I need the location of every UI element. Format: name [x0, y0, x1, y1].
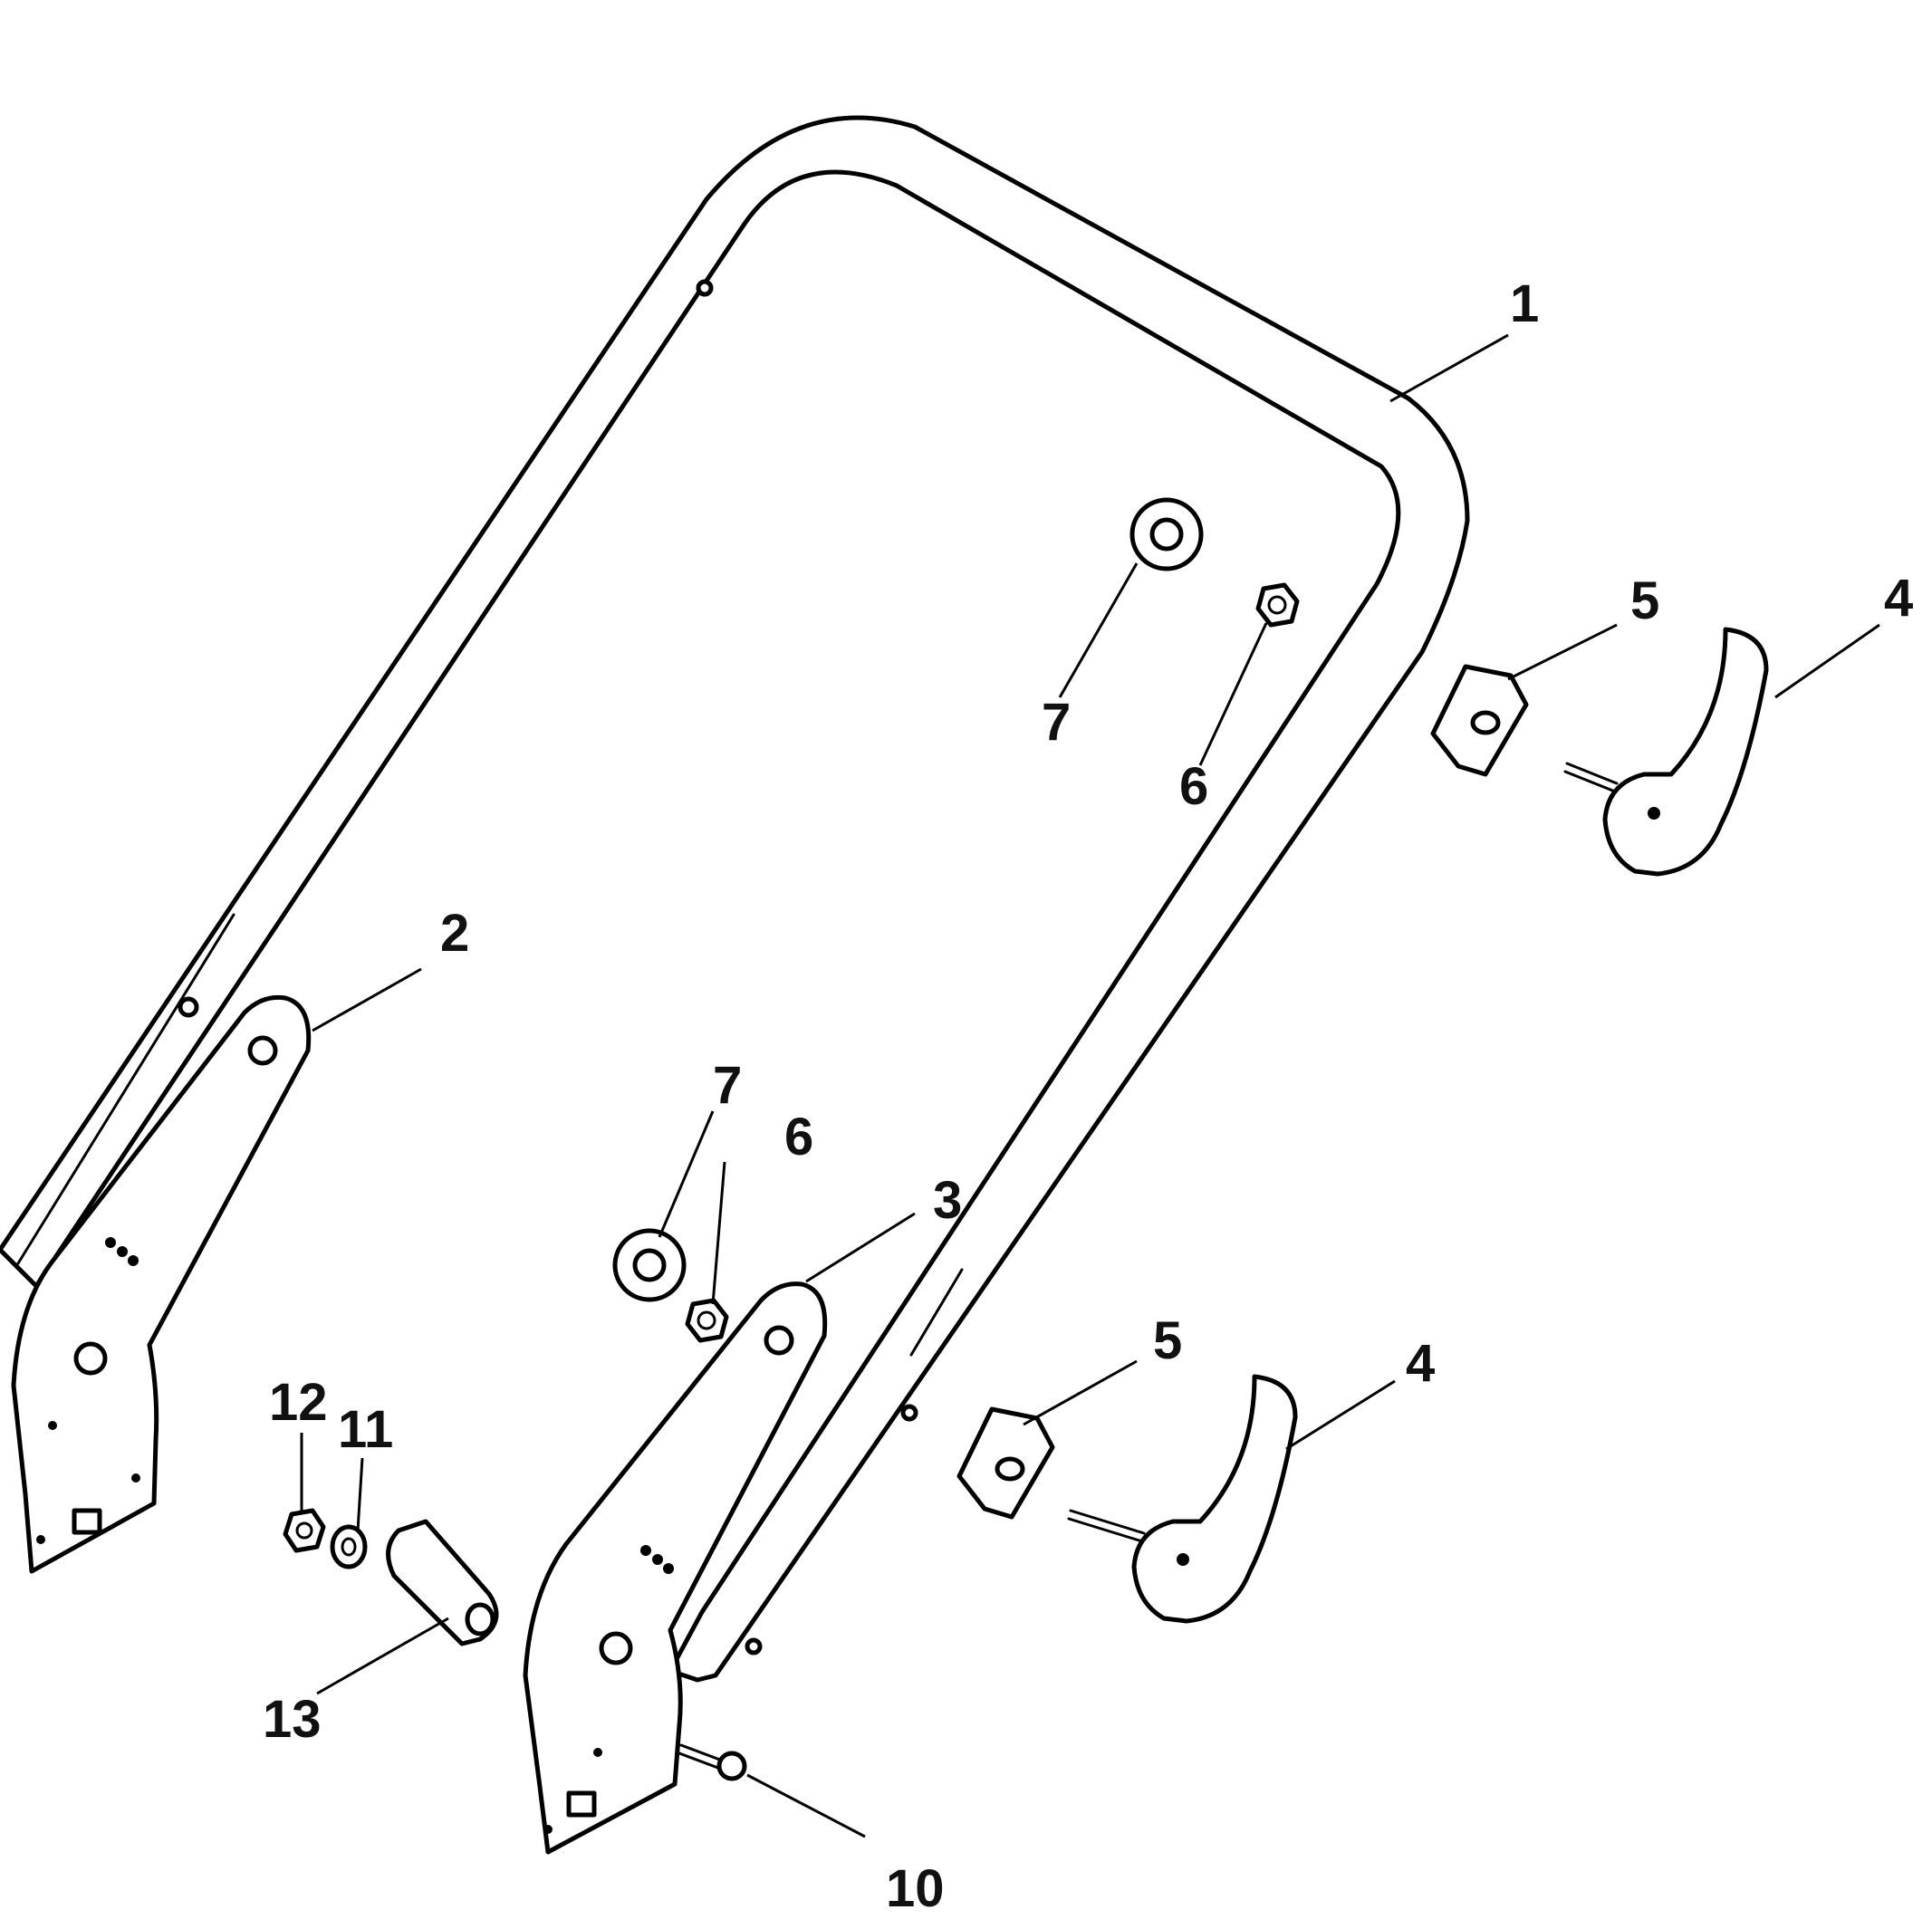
leader-5b	[1023, 1359, 1138, 1426]
leader-11	[356, 1457, 364, 1531]
part-washer	[330, 1524, 368, 1569]
part-knob-upper	[1563, 627, 1769, 877]
callout-7b: 7	[713, 1056, 742, 1115]
part-clamp-block-lower	[956, 1406, 1055, 1520]
callout-4a: 4	[1884, 569, 1913, 628]
callout-6b: 6	[784, 1108, 813, 1166]
callout-6a: 6	[1179, 757, 1208, 816]
leader-lines	[300, 333, 1880, 1838]
leader-5a	[1507, 623, 1618, 681]
part-nut	[283, 1508, 326, 1553]
callout-7a: 7	[1042, 693, 1071, 752]
callout-5b: 5	[1153, 1311, 1182, 1370]
leader-4a	[1774, 623, 1880, 699]
callout-10: 10	[886, 1859, 945, 1918]
callout-labels: 1 2 3 4 4 5 5 6 6 7 7 10 11 12 13	[263, 274, 1913, 1918]
part-clamp-block-upper	[1430, 664, 1529, 777]
part-star-knob-lower	[612, 1228, 687, 1302]
leader-2	[312, 967, 422, 1032]
part-star-knob-upper	[1129, 497, 1204, 571]
leader-3	[805, 1212, 916, 1283]
callout-2: 2	[440, 904, 469, 963]
part-right-bracket	[523, 1281, 828, 1855]
callout-4b: 4	[1406, 1334, 1435, 1393]
part-lever-link	[386, 1519, 499, 1646]
callout-12: 12	[269, 1373, 328, 1432]
leader-10	[746, 1773, 866, 1838]
leader-7a	[1058, 562, 1139, 698]
callout-13: 13	[263, 1690, 322, 1749]
part-screw	[678, 1743, 747, 1781]
leader-7b	[658, 1110, 715, 1238]
part-left-bracket	[11, 994, 312, 1574]
part-hex-nut-lower	[685, 1298, 729, 1343]
leader-6b	[711, 1161, 726, 1305]
part-handle-tube	[0, 115, 1470, 1683]
callout-3: 3	[933, 1171, 962, 1230]
callout-1: 1	[1510, 274, 1539, 333]
part-hex-nut-upper	[1255, 582, 1300, 628]
callout-11: 11	[338, 1400, 393, 1459]
leader-4b	[1285, 1379, 1396, 1451]
leader-6a	[1198, 622, 1268, 766]
leader-1	[1389, 333, 1509, 403]
leader-13	[316, 1617, 449, 1695]
part-knob-lower	[1067, 1374, 1298, 1624]
callout-5a: 5	[1630, 571, 1659, 630]
